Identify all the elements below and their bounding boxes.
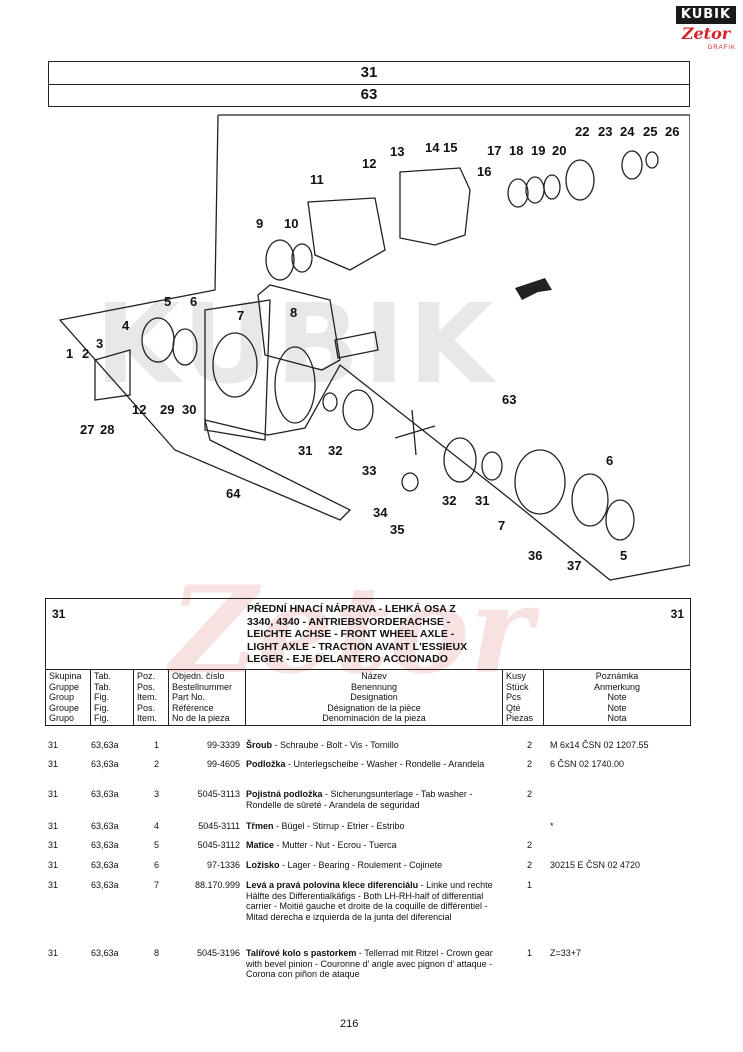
gasket — [307, 197, 386, 271]
axle-housing — [399, 167, 471, 246]
label-4: 4 — [122, 318, 130, 333]
group-number-left: 31 — [52, 607, 66, 621]
label-16: 16 — [477, 164, 491, 179]
label-36: 36 — [528, 548, 542, 563]
exploded-parts-diagram: 1 2 3 4 5 6 7 8 9 10 11 12 12 13 14 15 1… — [58, 114, 690, 581]
label-32: 32 — [328, 443, 342, 458]
label-8: 8 — [290, 305, 297, 320]
label-64: 64 — [226, 486, 241, 501]
assembly-title: PŘEDNÍ HNACÍ NÁPRAVA - LEHKÁ OSA Z 3340,… — [247, 603, 467, 666]
group-number-right: 31 — [670, 607, 684, 621]
label-7-b: 7 — [498, 518, 505, 533]
bearing-9 — [265, 239, 295, 281]
label-17: 17 — [487, 143, 501, 158]
label-37: 37 — [567, 558, 581, 573]
label-7: 7 — [237, 308, 244, 323]
logo-brand: KUBIK — [676, 6, 736, 24]
logo-tag: GRAFIK — [707, 45, 736, 51]
label-25: 25 — [643, 124, 657, 139]
label-26: 26 — [665, 124, 679, 139]
label-63: 63 — [502, 392, 516, 407]
label-27: 27 — [80, 422, 94, 437]
label-15: 15 — [443, 140, 457, 155]
label-23: 23 — [598, 124, 612, 139]
label-10: 10 — [284, 216, 298, 231]
label-33: 33 — [362, 463, 376, 478]
group-description: 31 PŘEDNÍ HNACÍ NÁPRAVA - LEHKÁ OSA Z 33… — [45, 598, 691, 669]
direction-arrow — [515, 278, 552, 300]
title-line: LIGHT AXLE - TRACTION AVANT L'ESSIEUX — [247, 640, 468, 653]
label-31: 31 — [298, 443, 312, 458]
ring-10 — [291, 243, 313, 273]
label-29: 29 — [160, 402, 174, 417]
label-3: 3 — [96, 336, 103, 351]
label-35: 35 — [390, 522, 404, 537]
label-18: 18 — [509, 143, 523, 158]
label-20: 20 — [552, 143, 566, 158]
label-1: 1 — [66, 346, 73, 361]
label-6-b: 6 — [606, 453, 613, 468]
label-5: 5 — [164, 294, 171, 309]
label-12-b: 12 — [132, 402, 146, 417]
label-19: 19 — [531, 143, 545, 158]
label-22: 22 — [575, 124, 589, 139]
label-31-b: 31 — [475, 493, 489, 508]
kubik-zetor-logo: KUBIK Zetor GRAFIK — [676, 6, 736, 58]
label-11: 11 — [310, 172, 324, 187]
label-30: 30 — [182, 402, 196, 417]
col-poz: Poz.Pos.Item.Pos.Item. — [133, 669, 169, 726]
title-line: PŘEDNÍ HNACÍ NÁPRAVA - LEHKÁ OSA Z — [247, 603, 456, 615]
label-6: 6 — [190, 294, 197, 309]
label-24: 24 — [620, 124, 635, 139]
label-9: 9 — [256, 216, 263, 231]
title-line: 3340, 4340 - ANTRIEBSVORDERACHSE - — [247, 615, 451, 628]
col-tab: Tab.Tab.Fig.Fig.Fig. — [90, 669, 134, 726]
diagram-frame — [58, 114, 690, 581]
box-7 — [204, 299, 271, 441]
box-8 — [257, 284, 341, 371]
table-number-header: 63 — [48, 84, 690, 107]
title-line: LEGER - EJE DELANTERO ACCIONADO — [247, 653, 448, 665]
label-13: 13 — [390, 144, 404, 159]
group-number-header: 31 — [48, 61, 690, 85]
label-12: 12 — [362, 156, 376, 171]
watermark-kubik: KUBIK — [95, 280, 498, 408]
label-32-b: 32 — [442, 493, 456, 508]
logo-sub: Zetor — [681, 24, 731, 43]
label-34: 34 — [373, 505, 388, 520]
label-2: 2 — [82, 346, 89, 361]
label-5-b: 5 — [620, 548, 627, 563]
title-line: LEICHTE ACHSE - FRONT WHEEL AXLE - — [247, 628, 455, 640]
label-14: 14 — [425, 140, 440, 155]
label-28: 28 — [100, 422, 114, 437]
page-number: 216 — [340, 1018, 359, 1030]
